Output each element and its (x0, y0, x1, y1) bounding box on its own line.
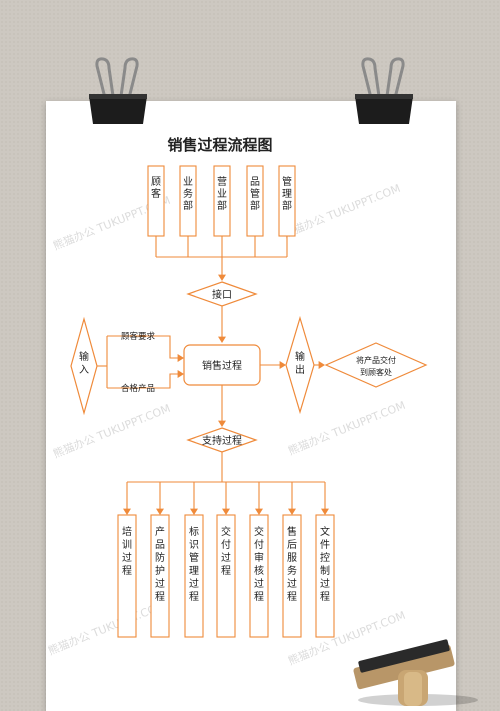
process-arrow-3 (222, 508, 230, 515)
output-target-line2: 到顾客处 (360, 367, 392, 377)
bus-to-interface-arrow (218, 274, 226, 281)
output-target-line1: 将产品交付 (356, 355, 396, 365)
watermark-4: 熊猫办公 TUKUPPT.COM (51, 401, 172, 461)
process-arrow-1 (156, 508, 164, 515)
process-label-3: 交付过程 (221, 525, 231, 577)
center-process-label: 销售过程 (202, 359, 242, 372)
department-label-1: 业务部 (183, 176, 193, 212)
interface-diamond (186, 281, 258, 307)
process-box-1 (150, 514, 170, 638)
process-label-1: 产品防护过程 (155, 525, 165, 603)
department-box-4 (278, 165, 296, 237)
process-box-5 (282, 514, 302, 638)
right-binder-clip-icon (355, 57, 413, 124)
input-item-qualified-product: 合格产品 (121, 383, 155, 394)
center-process-box (183, 344, 261, 386)
department-box-0 (147, 165, 165, 237)
process-box-3 (216, 514, 236, 638)
input-diamond (70, 316, 98, 416)
wooden-stamp-icon (353, 639, 478, 706)
input-top-arrow (177, 354, 184, 362)
department-box-3 (246, 165, 264, 237)
process-arrow-4 (255, 508, 263, 515)
page-title: 销售过程流程图 (167, 136, 272, 154)
support-diamond (186, 427, 258, 453)
watermark-3: 熊猫办公 TUKUPPT.COM (286, 398, 407, 458)
process-label-2: 标识管理过程 (189, 526, 199, 603)
department-label-3: 品管部 (250, 176, 260, 212)
department-label-2: 营业部 (217, 175, 227, 212)
center-to-output-arrow (279, 361, 286, 369)
input-item-customer-req: 顾客要求 (121, 331, 156, 342)
process-box-0 (117, 514, 137, 638)
watermark-6: 熊猫办公 TUKUPPT.COM (46, 598, 167, 658)
process-arrow-5 (288, 508, 296, 515)
input-label: 输入 (79, 350, 89, 376)
left-binder-clip-icon (89, 57, 147, 124)
support-label: 支持过程 (202, 434, 242, 447)
department-label-0: 顾客 (151, 176, 161, 200)
input-bottom-branch (107, 373, 182, 389)
interface-to-center-arrow (218, 336, 226, 343)
center-to-support-arrow (218, 420, 226, 427)
process-label-5: 售后服务过程 (287, 525, 297, 603)
department-box-2 (213, 165, 231, 237)
output-target-diamond (324, 342, 428, 388)
process-label-6: 文件控制过程 (320, 525, 330, 603)
output-to-target-arrow (318, 361, 325, 369)
process-arrow-0 (123, 508, 131, 515)
process-box-6 (315, 514, 335, 638)
interface-label: 接口 (212, 288, 232, 301)
process-arrow-6 (321, 508, 329, 515)
department-box-1 (179, 165, 197, 237)
output-label: 输出 (295, 350, 305, 376)
process-box-2 (184, 514, 204, 638)
process-arrow-2 (190, 508, 198, 515)
watermark-1: 熊猫办公 TUKUPPT.COM (281, 181, 402, 241)
input-bottom-arrow (177, 370, 184, 378)
department-label-4: 管理部 (282, 175, 292, 212)
output-diamond (285, 315, 315, 415)
process-label-0: 培训过程 (122, 525, 132, 577)
process-label-4: 交付审核过程 (254, 525, 264, 603)
input-top-branch (107, 335, 182, 359)
process-box-4 (249, 514, 269, 638)
